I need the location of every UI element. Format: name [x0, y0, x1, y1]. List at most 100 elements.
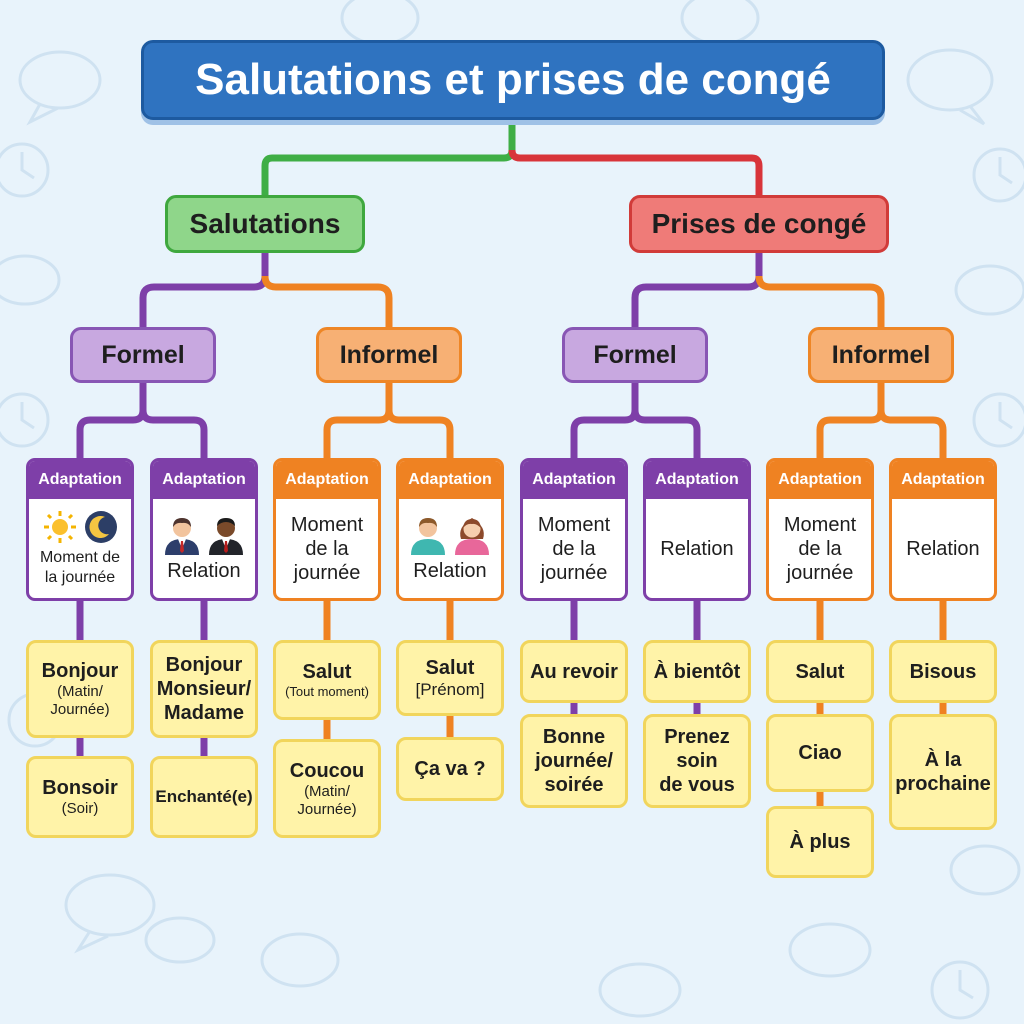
- leaf-a-plus[interactable]: À plus: [766, 806, 874, 878]
- leaf-note: [Prénom]: [415, 679, 485, 699]
- leaf-note: (Soir): [61, 800, 99, 817]
- card-body: Moment de la journée: [29, 499, 131, 598]
- subcategory-salutations-informel[interactable]: Informel: [316, 327, 462, 383]
- speech-bubble-icon: [144, 916, 216, 964]
- leaf-main: Bisous: [909, 660, 977, 683]
- alarm-clock-icon: [0, 392, 50, 448]
- card-body: Relation: [646, 499, 748, 598]
- leaf-salut[interactable]: Salut: [766, 640, 874, 703]
- leaf-main: Coucou: [289, 759, 365, 782]
- speech-bubble-icon: [906, 48, 994, 126]
- card-body: Moment de la journée: [523, 499, 625, 598]
- leaf-main: Enchanté(e): [155, 786, 253, 806]
- alarm-clock-icon: [972, 147, 1024, 203]
- page-title: Salutations et prises de congé: [141, 40, 885, 120]
- alarm-clock-icon: [0, 142, 50, 198]
- card-header: Adaptation: [399, 461, 501, 499]
- leaf-main: Salut: [795, 660, 845, 683]
- speech-bubble-icon: [788, 922, 872, 978]
- card-label: Moment de la journée: [290, 513, 364, 584]
- leaf-salut-prenom[interactable]: Salut [Prénom]: [396, 640, 504, 716]
- card-header: Adaptation: [646, 461, 748, 499]
- adaptation-card: Adaptation Moment de la journée: [766, 458, 874, 601]
- leaf-a-la-prochaine[interactable]: À la prochaine: [889, 714, 997, 830]
- speech-bubble-icon: [64, 873, 156, 954]
- leaf-bonjour-monsieur-madame[interactable]: Bonjour Monsieur/ Madame: [150, 640, 258, 738]
- adaptation-card: Adaptation Moment de la journée: [273, 458, 381, 601]
- adaptation-card: Adaptation Relation: [150, 458, 258, 601]
- leaf-note: (Tout moment): [285, 684, 369, 700]
- leaf-a-bientot[interactable]: À bientôt: [643, 640, 751, 703]
- card-label: Relation: [660, 537, 734, 560]
- leaf-main: Salut: [425, 656, 475, 679]
- adaptation-card: Adaptation Relation: [643, 458, 751, 601]
- card-label: Relation: [167, 559, 241, 582]
- leaf-ca-va[interactable]: Ça va ?: [396, 737, 504, 801]
- card-label: Moment de la journée: [39, 549, 121, 586]
- leaf-prenez-soin-de-vous[interactable]: Prenez soin de vous: [643, 714, 751, 808]
- businessman-icon: [165, 517, 199, 555]
- card-label: Relation: [906, 537, 980, 560]
- leaf-ciao[interactable]: Ciao: [766, 714, 874, 792]
- subcategory-conges-informel[interactable]: Informel: [808, 327, 954, 383]
- casual-man-icon: [411, 517, 445, 555]
- leaf-note: (Matin/ Journée): [50, 683, 110, 718]
- speech-bubble-icon: [18, 50, 102, 126]
- speech-bubble-icon: [954, 264, 1024, 316]
- adaptation-card: Adaptation Relation: [889, 458, 997, 601]
- card-body: Relation: [399, 499, 501, 598]
- leaf-salut-tout-moment[interactable]: Salut (Tout moment): [273, 640, 381, 720]
- casual-woman-icon: [455, 517, 489, 555]
- leaf-note: (Matin/ Journée): [297, 782, 357, 818]
- speech-bubble-icon: [598, 962, 682, 1018]
- leaf-main: Salut: [302, 661, 352, 684]
- leaf-main: Au revoir: [530, 660, 618, 683]
- card-header: Adaptation: [29, 461, 131, 499]
- subcategory-salutations-formel[interactable]: Formel: [70, 327, 216, 383]
- leaf-main: Bonjour: [41, 660, 119, 682]
- leaf-main: Bonsoir: [42, 777, 118, 799]
- adaptation-card: Adaptation Moment de la journée: [520, 458, 628, 601]
- speech-bubble-icon: [949, 844, 1021, 896]
- speech-bubble-icon: [0, 254, 61, 306]
- businessman-dark-icon: [209, 517, 243, 555]
- leaf-main: À la prochaine: [895, 749, 991, 795]
- alarm-clock-icon: [972, 392, 1024, 448]
- card-body: Moment de la journée: [769, 499, 871, 598]
- card-icons: [42, 510, 118, 544]
- leaf-bonsoir[interactable]: Bonsoir (Soir): [26, 756, 134, 838]
- leaf-enchante[interactable]: Enchanté(e): [150, 756, 258, 838]
- card-body: Moment de la journée: [276, 499, 378, 598]
- leaf-main: À bientôt: [653, 660, 741, 683]
- card-body: Relation: [153, 499, 255, 598]
- leaf-main: Ciao: [798, 742, 842, 764]
- moon-icon: [85, 511, 117, 544]
- subcategory-conges-formel[interactable]: Formel: [562, 327, 708, 383]
- leaf-au-revoir[interactable]: Au revoir: [520, 640, 628, 703]
- card-label: Moment de la journée: [537, 513, 611, 584]
- leaf-main: Prenez soin de vous: [659, 726, 735, 796]
- category-salutations[interactable]: Salutations: [165, 195, 365, 253]
- card-header: Adaptation: [276, 461, 378, 499]
- card-header: Adaptation: [153, 461, 255, 499]
- adaptation-card: Adaptation Moment de la journée: [26, 458, 134, 601]
- leaf-bonne-journee-soiree[interactable]: Bonne journée/ soirée: [520, 714, 628, 808]
- leaf-bonjour[interactable]: Bonjour (Matin/ Journée): [26, 640, 134, 738]
- card-label: Relation: [413, 559, 487, 582]
- card-icons: [163, 515, 245, 555]
- category-prises-de-conge[interactable]: Prises de congé: [629, 195, 889, 253]
- leaf-coucou[interactable]: Coucou (Matin/ Journée): [273, 739, 381, 838]
- card-body: Relation: [892, 499, 994, 598]
- alarm-clock-icon: [930, 960, 990, 1020]
- leaf-main: Bonne journée/ soirée: [535, 726, 613, 796]
- card-header: Adaptation: [769, 461, 871, 499]
- card-label: Moment de la journée: [783, 513, 857, 584]
- leaf-main: À plus: [789, 831, 851, 853]
- card-icons: [409, 515, 491, 555]
- leaf-bisous[interactable]: Bisous: [889, 640, 997, 703]
- speech-bubble-icon: [260, 932, 340, 988]
- leaf-main: Bonjour Monsieur/ Madame: [156, 654, 252, 724]
- card-header: Adaptation: [892, 461, 994, 499]
- adaptation-card: Adaptation Relation: [396, 458, 504, 601]
